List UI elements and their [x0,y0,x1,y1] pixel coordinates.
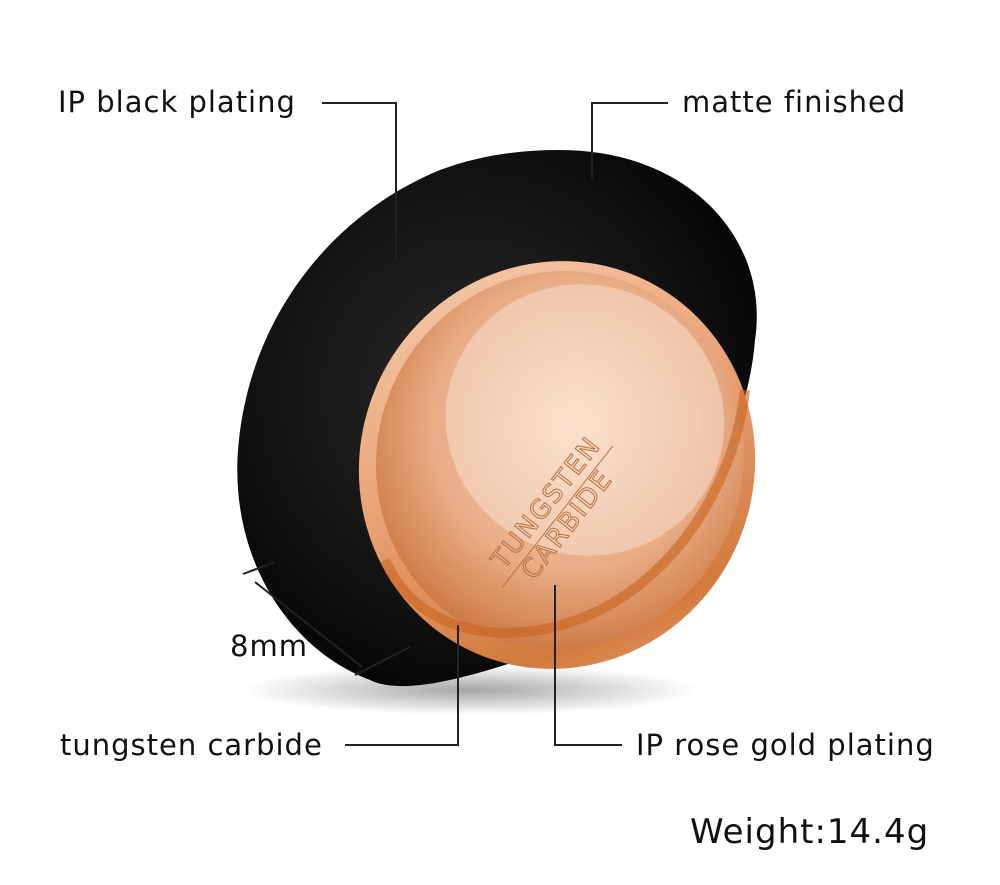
callout-black-plating [322,102,397,260]
callout-core [345,625,459,746]
callout-rose-plating [554,585,622,746]
label-width: 8mm [230,629,308,663]
label-matte: matte finished [682,85,907,119]
label-black-plating: IP black plating [58,85,296,119]
callout-lines [242,102,668,746]
label-core: tungsten carbide [60,728,323,762]
label-rose-plating: IP rose gold plating [636,728,935,762]
dimension-tick [354,646,411,676]
callout-matte [591,102,668,178]
ring-shadow [240,665,700,715]
weight-label: Weight:14.4g [690,812,930,852]
dimension-line [254,581,363,668]
dimension-tick [242,561,276,575]
ring-inner-surface [376,270,744,650]
